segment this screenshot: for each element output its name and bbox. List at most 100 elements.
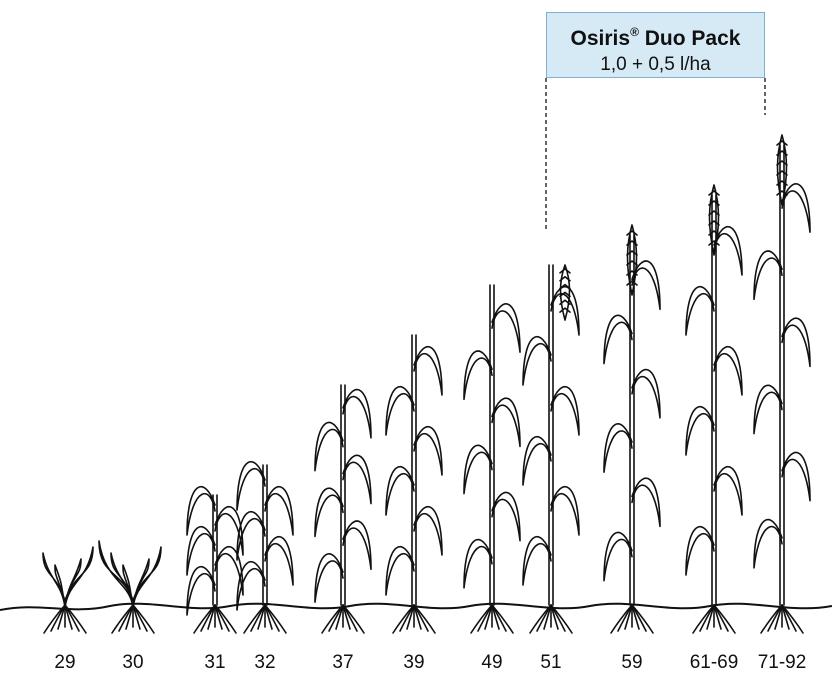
stem [629, 234, 635, 606]
plant-stage-71-92 [753, 134, 811, 634]
leaf [214, 506, 244, 556]
registered-mark: ® [630, 25, 639, 39]
stage-label-61-69: 61-69 [689, 652, 739, 673]
ground-line [0, 602, 832, 611]
leaf [385, 386, 415, 436]
stage-label-32: 32 [254, 652, 276, 673]
ear-spikelet [708, 200, 720, 206]
plant-stage-32 [236, 461, 294, 634]
leaf [753, 384, 783, 435]
leaf [491, 397, 521, 448]
leaf [631, 260, 661, 311]
leaf [713, 346, 743, 396]
product-pack: Duo Pack [644, 27, 741, 50]
ear [708, 184, 720, 256]
leaf [385, 466, 415, 516]
stage-label-71-92: 71-92 [757, 652, 807, 673]
leaf [64, 546, 94, 608]
product-application-box: Osiris® Duo Pack 1,0 + 0,5 l/ha [546, 12, 765, 78]
ear [559, 264, 571, 321]
ear-spikelet [559, 307, 571, 313]
root [214, 604, 237, 634]
stage-label-30: 30 [122, 652, 144, 673]
root [713, 604, 736, 634]
leaf [781, 451, 811, 502]
ear [626, 224, 638, 296]
leaf [264, 536, 294, 586]
leaf [342, 520, 372, 571]
stem [262, 464, 268, 606]
plant-stage-31 [186, 486, 244, 634]
ear-spikelet [626, 230, 638, 236]
ear-spikelet [559, 283, 571, 290]
leaf [685, 406, 715, 456]
leaf [314, 553, 344, 603]
leaf [491, 491, 521, 542]
ear-spikelet [626, 260, 638, 266]
leaf [522, 336, 552, 386]
leaf [413, 506, 443, 556]
ear-spikelet [776, 150, 788, 156]
plant-stage-37 [314, 384, 372, 634]
leaf [132, 546, 162, 608]
leaf [385, 546, 415, 596]
stage-label-59: 59 [621, 652, 643, 673]
leaf [236, 511, 266, 561]
ear-spikelet [776, 160, 788, 166]
ear-spikelet [708, 210, 720, 216]
plant-stage-51 [522, 264, 580, 634]
leaf [603, 314, 633, 365]
leaf [753, 250, 783, 301]
leaf [603, 423, 633, 473]
root [264, 604, 287, 634]
leaf [781, 183, 811, 233]
leaf [214, 546, 244, 596]
ear-spikelet [626, 250, 638, 256]
leaf [491, 303, 521, 353]
ear-spikelet [776, 140, 788, 146]
leaf [713, 466, 743, 516]
leaf [631, 368, 661, 419]
leaf [110, 552, 134, 608]
leaf [122, 564, 134, 608]
product-title: Osiris® Duo Pack [547, 21, 764, 51]
ear-spikelet [626, 270, 638, 276]
ear-spikelet [559, 275, 571, 282]
ear-spikelet [708, 240, 720, 246]
ear-spikelet [626, 280, 638, 286]
leaf [685, 526, 715, 576]
leaf [186, 526, 216, 576]
stage-label-29: 29 [54, 652, 76, 673]
leaf [186, 486, 216, 536]
stage-label-49: 49 [481, 652, 503, 673]
leaf [463, 350, 493, 401]
ear-spikelet [626, 240, 638, 246]
leaf [685, 286, 715, 336]
leaf [522, 536, 552, 586]
leaf [603, 531, 633, 582]
root [413, 604, 436, 634]
leaf [713, 226, 743, 276]
leaf [342, 454, 372, 505]
leaf [463, 538, 493, 589]
leaf [236, 561, 266, 611]
stem [212, 494, 218, 606]
root [132, 604, 155, 634]
ear-spikelet [776, 170, 788, 176]
root [342, 604, 365, 634]
leaf [264, 486, 294, 536]
ear-spikelet [559, 268, 571, 274]
stem [779, 144, 785, 606]
ear-spikelet [776, 190, 788, 196]
ear-spikelet [776, 180, 788, 186]
plant-stage-29 [42, 546, 94, 634]
plant-stage-59 [603, 224, 661, 634]
leaf [314, 487, 344, 538]
ear-spikelet [559, 299, 571, 306]
leaf [550, 486, 580, 536]
leaf [631, 477, 661, 528]
leaf [42, 552, 66, 608]
plants-layer [42, 134, 811, 634]
product-name: Osiris [570, 27, 631, 50]
stage-label-51: 51 [540, 652, 562, 673]
